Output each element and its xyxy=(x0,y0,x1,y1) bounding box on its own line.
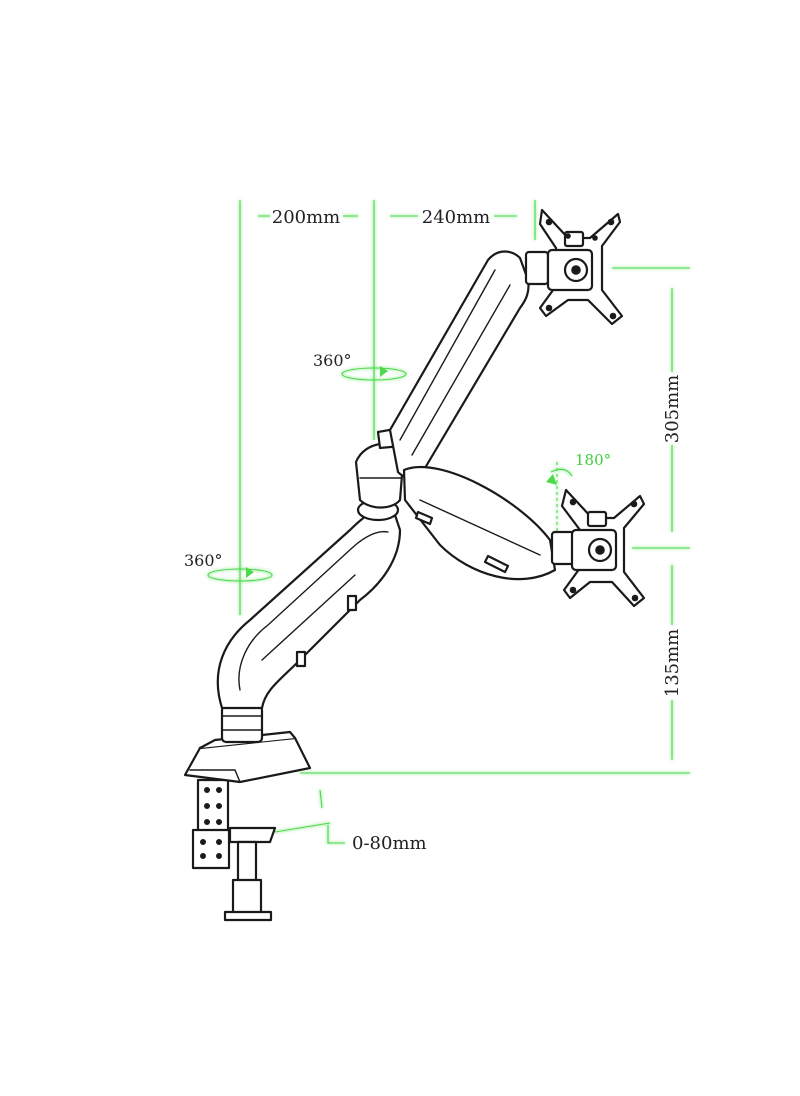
arm-line-art xyxy=(183,208,646,922)
dimension-lines xyxy=(207,200,690,844)
rotation-upper-label: 360° xyxy=(313,351,352,370)
upper-arm xyxy=(388,250,557,581)
arrow-upper-rot xyxy=(380,366,388,377)
rotation-arrows xyxy=(246,366,557,578)
rotation-arc-upper xyxy=(341,367,407,381)
arrow-lower-rot xyxy=(246,567,254,578)
rotation-head-label: 180° xyxy=(575,451,611,469)
reach-upper-label: 240mm xyxy=(422,207,491,228)
rotation-arc-head xyxy=(550,468,573,477)
clamp-leader-diag xyxy=(274,822,331,833)
arrow-head-rot xyxy=(546,474,557,485)
rotation-lower-label: 360° xyxy=(184,551,223,570)
height-upper-label: 305mm xyxy=(662,375,683,444)
upper-vesa-head xyxy=(524,208,624,326)
height-lower-label: 135mm xyxy=(662,629,683,698)
reach-lower-label: 200mm xyxy=(272,207,341,228)
clamp-range-label: 0-80mm xyxy=(352,833,427,854)
clamp-leader-elbow xyxy=(327,825,345,844)
rotation-arc-lower xyxy=(207,568,273,582)
base-block xyxy=(183,704,312,784)
clamp-leader xyxy=(319,789,323,809)
clamp-assembly xyxy=(191,778,277,922)
lower-arm xyxy=(216,498,402,710)
lower-vesa-head xyxy=(550,488,646,608)
